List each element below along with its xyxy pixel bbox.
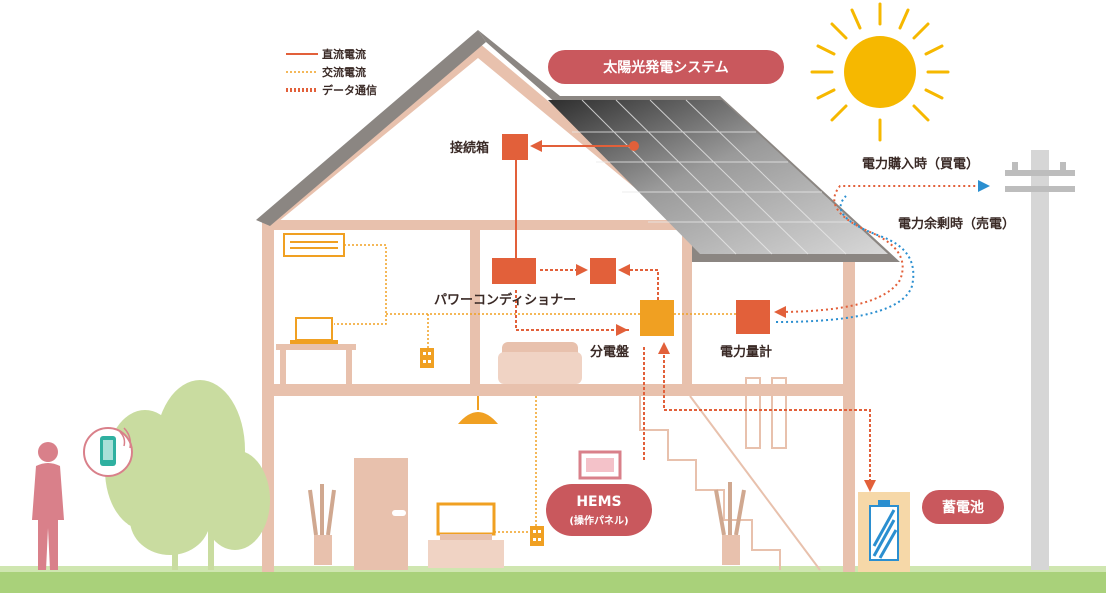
data-wiring (515, 269, 871, 484)
ac-wiring (334, 244, 736, 533)
sun-icon (810, 2, 950, 142)
outlet-icon (530, 526, 544, 546)
hems-pill (546, 484, 652, 536)
junction-box (502, 134, 528, 160)
label-selling: 電力余剰時（売電） (898, 216, 1015, 232)
arrow (658, 342, 670, 354)
ground (0, 570, 1106, 593)
arrow (616, 324, 628, 336)
tv-icon (428, 502, 504, 568)
lamp-icon (458, 396, 498, 424)
plant-icon (714, 482, 746, 565)
legend: 直流電流 交流電流 データ通信 (286, 47, 377, 97)
grid-wiring (775, 185, 980, 323)
label-junction-box: 接続箱 (450, 140, 489, 156)
desk (276, 344, 356, 388)
hems-title: HEMS (576, 494, 621, 510)
label-buying: 電力購入時（買電） (862, 156, 979, 172)
battery-label: 蓄電池 (942, 499, 984, 516)
smartphone-icon (83, 427, 133, 477)
label-distribution-board: 分電盤 (590, 344, 630, 360)
arrow (978, 180, 990, 192)
plant-icon (308, 484, 336, 565)
legend-ac: 交流電流 (322, 65, 366, 79)
roof-left (256, 30, 486, 226)
stairs (639, 395, 821, 571)
legend-dc: 直流電流 (322, 47, 366, 61)
person-icon (32, 442, 64, 570)
utility-pole-icon (1005, 150, 1075, 570)
laptop-icon (290, 317, 338, 344)
solar-panel-icon (548, 99, 888, 255)
arrow (774, 306, 786, 318)
door-icon (354, 458, 408, 570)
outlet-icon (420, 348, 434, 368)
dc-wiring (515, 145, 632, 258)
trees (105, 380, 270, 570)
window (745, 377, 787, 449)
battery-pill (922, 490, 1004, 524)
legend-data: データ通信 (322, 83, 377, 97)
hems-subtitle: (操作パネル) (569, 514, 628, 527)
sofa-icon (498, 342, 582, 384)
title-pill-text: 太陽光発電システム (603, 59, 729, 76)
power-meter-box (736, 300, 770, 334)
label-power-meter: 電力量計 (720, 344, 772, 360)
power-conditioner-box (492, 258, 536, 284)
air-conditioner-icon (283, 233, 345, 257)
arrow (618, 264, 630, 276)
hems-panel-device (578, 450, 622, 480)
label-power-conditioner: パワーコンディショナー (434, 292, 576, 308)
power-conditioner-sub-box (590, 258, 616, 284)
battery-icon (858, 492, 910, 572)
arrow (864, 480, 876, 492)
arrow (576, 264, 588, 276)
distribution-board-box (640, 300, 674, 336)
title-pill (548, 50, 784, 84)
